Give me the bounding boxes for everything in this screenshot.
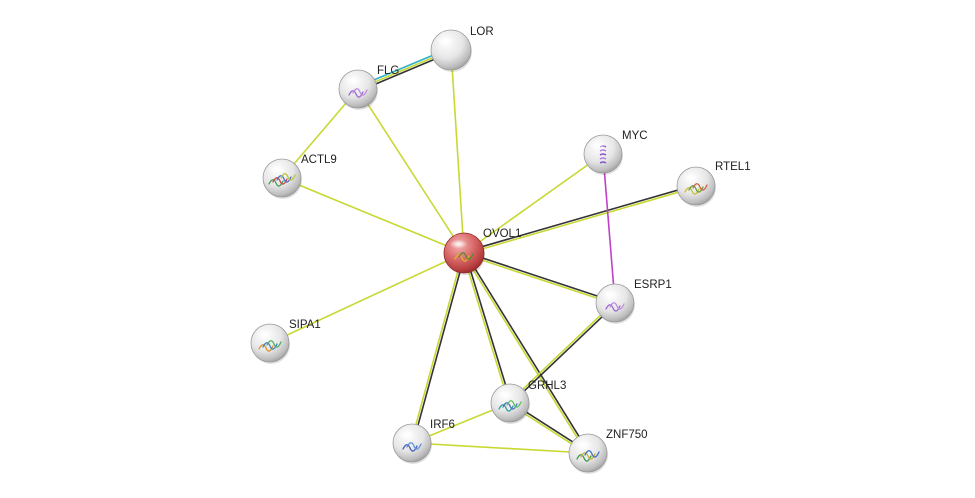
node-rtel1[interactable]: RTEL1: [676, 161, 751, 207]
edge-line-coexpression: [412, 253, 466, 444]
protein-structure-icon: [258, 340, 282, 352]
node-label-myc: MYC: [622, 130, 648, 142]
node-highlight: [574, 440, 592, 449]
node-label-grhl3: GRHL3: [528, 380, 566, 392]
node-highlight: [344, 76, 362, 85]
protein-structure-icon: [498, 400, 522, 412]
node-sphere: [430, 29, 472, 71]
edge-line-textmining: [450, 49, 465, 254]
node-label-znf750: ZNF750: [606, 429, 648, 441]
node-sphere: [676, 166, 716, 206]
protein-structure-icon: [684, 183, 708, 195]
node-label-ovol1: OVOL1: [483, 228, 521, 240]
edge-ovol1-sipa1[interactable]: [269, 252, 465, 344]
protein-structure-icon: [348, 88, 368, 98]
edge-line-coexpression: [464, 251, 590, 453]
protein-structure-icon: [402, 442, 422, 452]
edge-line-textmining: [410, 252, 464, 443]
edge-ovol1-grhl3[interactable]: [462, 252, 512, 404]
node-highlight: [589, 141, 607, 150]
node-sphere: [262, 158, 302, 198]
node-label-actl9: ACTL9: [301, 154, 337, 166]
edge-ovol1-irf6[interactable]: [410, 252, 466, 444]
node-myc[interactable]: MYC: [583, 130, 648, 175]
edge-line-textmining: [462, 253, 588, 455]
edge-line-textmining: [281, 88, 359, 179]
node-highlight: [682, 173, 700, 182]
edge-ovol1-flg[interactable]: [357, 88, 465, 254]
edge-irf6-znf750[interactable]: [411, 442, 589, 454]
node-znf750[interactable]: ZNF750: [568, 429, 648, 474]
node-esrp1[interactable]: ESRP1: [595, 279, 672, 324]
protein-structure-icon: [576, 450, 600, 462]
edge-line-textmining: [508, 301, 615, 403]
node-actl9[interactable]: ACTL9: [262, 154, 337, 199]
node-highlight: [398, 430, 416, 439]
node-lor[interactable]: LOR: [430, 26, 494, 72]
edge-line-textmining: [464, 186, 697, 255]
edge-line-textmining: [411, 442, 589, 454]
protein-structure-icon: [268, 173, 296, 187]
node-label-sipa1: SIPA1: [289, 319, 321, 331]
node-sphere: [250, 323, 290, 363]
edge-ovol1-esrp1[interactable]: [463, 251, 616, 305]
edge-myc-esrp1[interactable]: [602, 153, 616, 304]
node-label-lor: LOR: [470, 26, 494, 38]
edge-line-textmining: [357, 88, 465, 254]
edge-flg-actl9[interactable]: [281, 88, 359, 179]
node-label-irf6: IRF6: [430, 419, 455, 431]
edge-esrp1-grhl3[interactable]: [508, 301, 617, 405]
node-highlight: [268, 165, 286, 174]
edge-line-textmining: [463, 253, 615, 305]
node-sphere: [568, 433, 608, 473]
node-label-esrp1: ESRP1: [634, 279, 672, 291]
edge-ovol1-myc[interactable]: [463, 153, 604, 254]
node-sphere: [490, 383, 530, 423]
node-highlight: [436, 36, 455, 46]
edge-ovol1-lor[interactable]: [450, 49, 465, 254]
node-label-rtel1: RTEL1: [715, 161, 751, 173]
edge-line-experiments: [602, 153, 616, 304]
edge-ovol1-actl9[interactable]: [281, 177, 465, 254]
protein-structure-icon: [454, 252, 474, 262]
node-flg[interactable]: FLG: [338, 65, 399, 110]
node-sipa1[interactable]: SIPA1: [250, 319, 321, 364]
node-highlight: [601, 290, 619, 299]
node-grhl3[interactable]: GRHL3: [490, 380, 566, 424]
nodes-layer: OVOL1 LOR FLG ACTL9 MYC RTEL1ESRP1SIPA1GRHL3I…: [250, 26, 751, 474]
edge-line-coexpression: [464, 252, 512, 403]
node-ovol1[interactable]: OVOL1: [443, 228, 521, 275]
node-highlight: [256, 330, 274, 339]
node-label-flg: FLG: [377, 65, 399, 77]
node-irf6[interactable]: IRF6: [392, 419, 455, 464]
edge-line-coexpression: [510, 303, 617, 405]
node-highlight: [496, 390, 514, 399]
edge-line-textmining: [463, 153, 604, 254]
node-highlight: [449, 239, 468, 249]
edge-line-coexpression: [463, 184, 696, 253]
edge-line-textmining: [269, 252, 465, 344]
edge-ovol1-rtel1[interactable]: [463, 184, 697, 255]
edge-line-textmining: [281, 177, 465, 254]
edge-line-textmining: [462, 253, 510, 404]
edge-ovol1-znf750[interactable]: [462, 251, 590, 455]
edge-line-coexpression: [464, 251, 616, 303]
protein-structure-icon: [605, 302, 625, 312]
